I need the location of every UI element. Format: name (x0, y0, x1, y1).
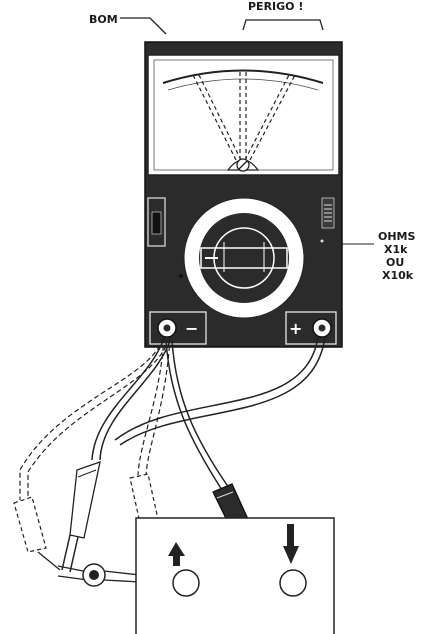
selector-mark (179, 274, 183, 278)
svg-text:OHMS: OHMS (378, 230, 416, 243)
range-slider[interactable] (320, 197, 335, 243)
clip-connector (37, 551, 141, 587)
arrow-up-icon (168, 542, 185, 566)
test-lead-positive (114, 336, 326, 491)
bracket-danger (242, 19, 324, 31)
terminal-negative-sign: − (185, 319, 198, 338)
needle-positions (192, 72, 296, 161)
meter-window (147, 54, 340, 176)
svg-text:X10k: X10k (382, 269, 414, 282)
device-terminal-right (279, 569, 307, 597)
left-switch-knob (151, 211, 162, 235)
selector-dial-inner (199, 213, 289, 303)
leader-good (120, 17, 167, 35)
range-label: OHMS X1k OU X10k (378, 230, 416, 282)
test-lead-negative (91, 337, 172, 461)
probe-alternate-left (13, 496, 47, 553)
svg-text:OU: OU (386, 256, 404, 269)
meter-scale-arc-inner (167, 78, 319, 91)
selector-knob-bar (200, 247, 288, 269)
terminal-positive-sign: + (289, 319, 302, 338)
arrow-down-icon (283, 524, 299, 564)
label-danger: PERIGO ! (248, 0, 303, 13)
label-good: BOM (89, 13, 118, 26)
svg-text:X1k: X1k (384, 243, 408, 256)
screw-slot (238, 160, 248, 170)
probe-negative[interactable] (61, 461, 101, 573)
meter-scale-arc (162, 69, 324, 84)
device-terminal-left (172, 569, 200, 597)
